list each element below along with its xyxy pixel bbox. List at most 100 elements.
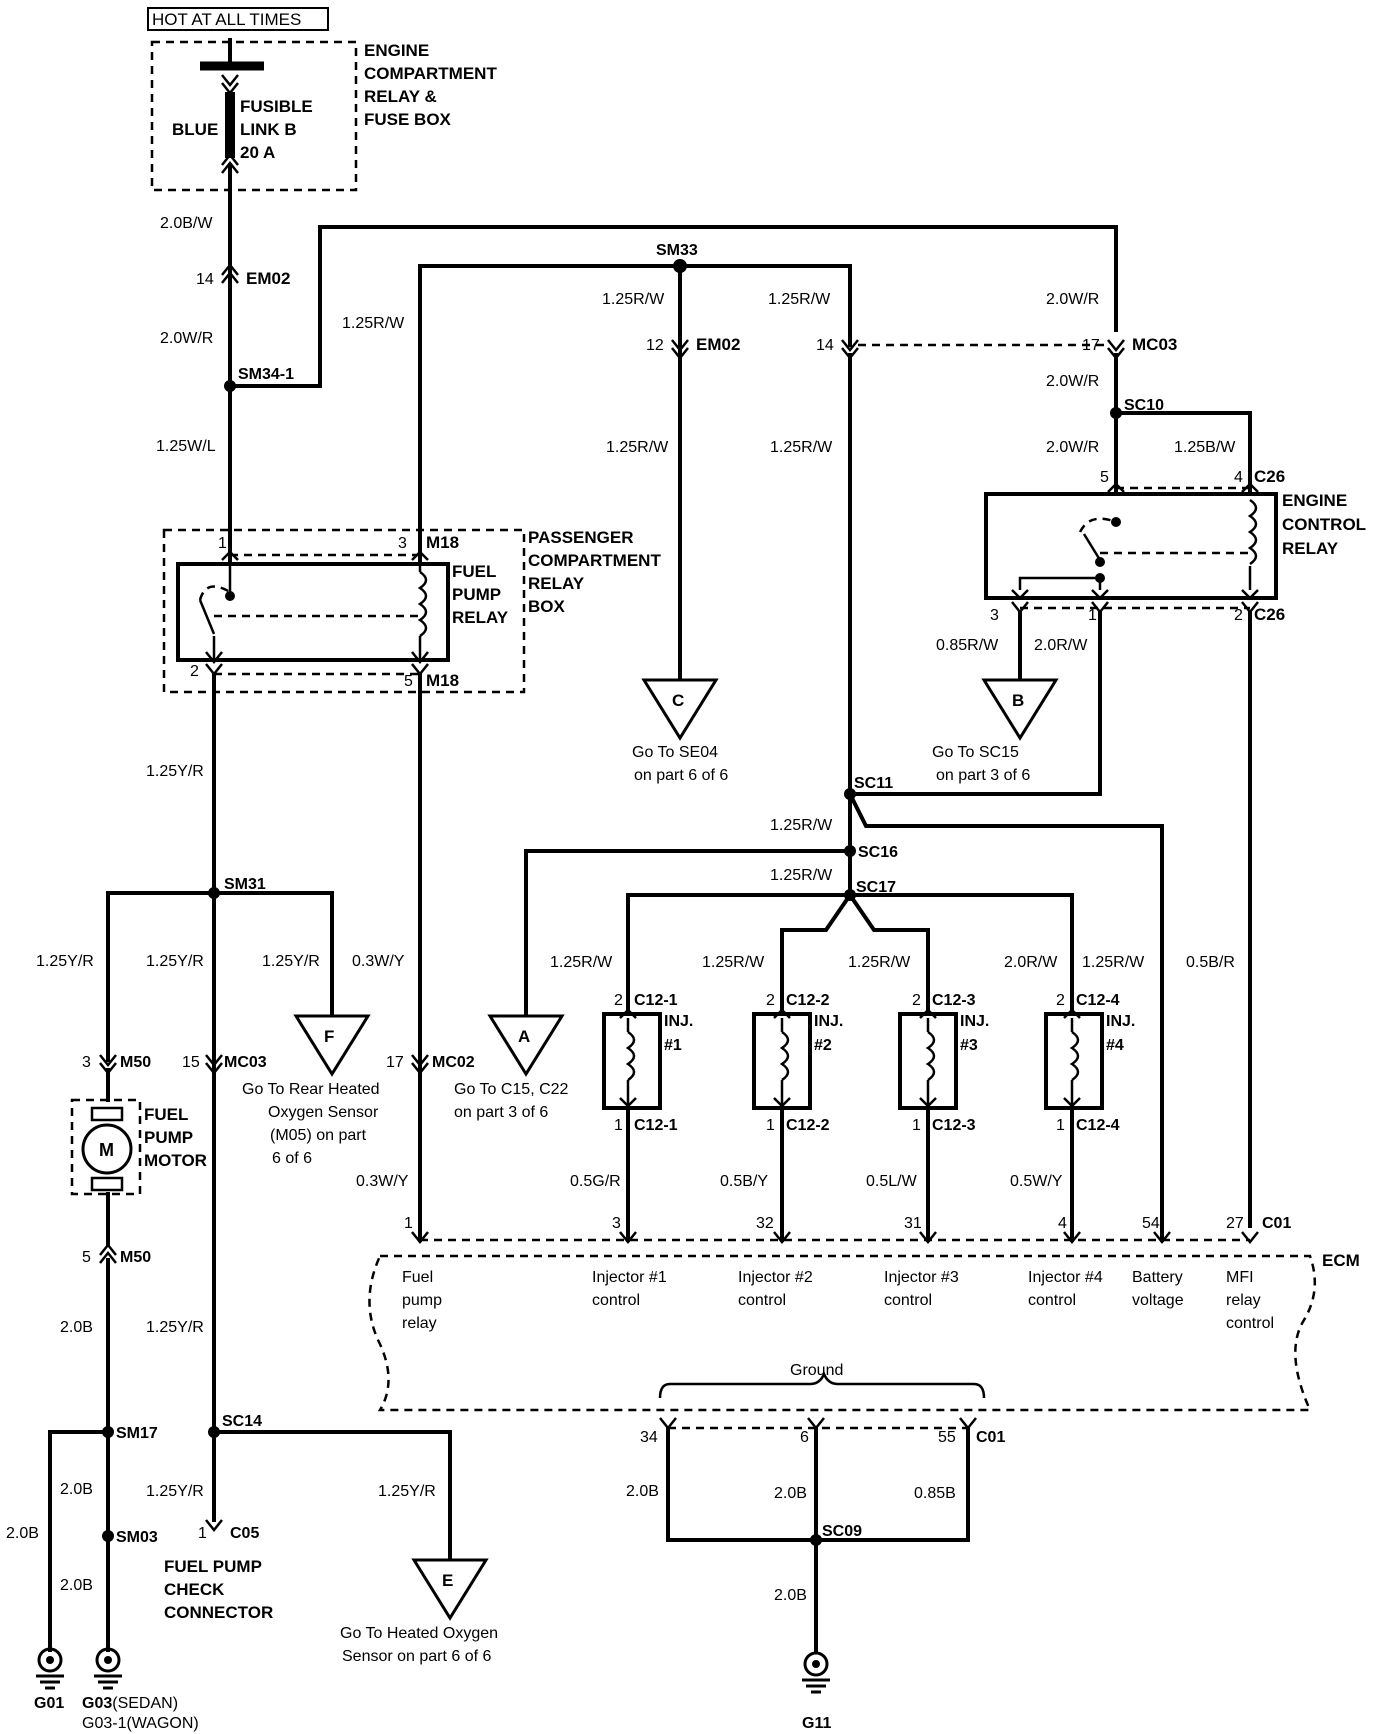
offpage-connector-c[interactable] (641, 678, 719, 741)
offpage-connector-f[interactable] (293, 1014, 371, 1077)
pin-label: 2 (1234, 607, 1243, 624)
wire-label: 0.3W/Y (352, 953, 405, 970)
connector-c01-bottom: C01 (976, 1429, 1005, 1446)
ecm-term-injector-2: Injector #2 control (738, 1269, 817, 1309)
engine-compartment-box (150, 40, 358, 192)
offpage-connector-a[interactable] (487, 1014, 565, 1077)
splice-label: SM34-1 (238, 366, 294, 383)
motor-symbol: M (99, 1140, 114, 1160)
injector-4[interactable]: 2 C12-4 INJ. #4 1 C12-4 (1044, 992, 1135, 1134)
connector-c12-1-top: C12-1 (634, 992, 678, 1009)
wire-label: 0.5G/R (570, 1173, 621, 1190)
pin-label: 3 (612, 1215, 621, 1232)
wire-sm31-bus (106, 891, 334, 1062)
ground-g11-label: G11 (802, 1715, 831, 1732)
ground-label: Ground (790, 1362, 843, 1379)
wire-label: 1.25Y/R (146, 763, 204, 780)
wire-label: 2.0B (774, 1587, 807, 1604)
wire-label: 0.85R/W (936, 637, 999, 654)
pin-label: 4 (1234, 469, 1243, 486)
splice-sc09 (810, 1534, 822, 1546)
ground-g01-icon (36, 1647, 64, 1690)
wire-label: 2.0B (774, 1485, 807, 1502)
offpage-letter: B (1012, 691, 1024, 710)
offpage-connector-e[interactable] (411, 1558, 489, 1621)
offpage-connector-b[interactable] (981, 678, 1059, 741)
pin-label: 17 (1082, 337, 1100, 354)
offpage-e-text: Go To Heated Oxygen Sensor on part 6 of … (340, 1625, 502, 1665)
wire-label: 1.25R/W (1082, 954, 1145, 971)
connector-em02-mid: EM02 (696, 335, 740, 354)
ecm-term-injector-4: Injector #4 control (1028, 1269, 1107, 1309)
splice-label: SM31 (224, 876, 266, 893)
wire-label: 0.5B/R (1186, 954, 1235, 971)
fuel-pump-motor[interactable] (81, 1123, 133, 1175)
connector-m18-top: M18 (426, 533, 459, 552)
injector-label: INJ. (960, 1013, 989, 1030)
engine-control-relay[interactable] (984, 492, 1278, 600)
relay-switch (1082, 533, 1102, 561)
relay-coil (417, 570, 428, 638)
injector-number: #2 (814, 1037, 832, 1054)
pin-label: 14 (196, 271, 214, 288)
offpage-letter: F (324, 1027, 334, 1046)
injector-1[interactable]: 2 C12-1 INJ. #1 1 C12-1 (602, 992, 693, 1134)
fuel-pump-relay-label: FUEL PUMP RELAY (452, 562, 509, 627)
wire-2-0r-w (848, 610, 1102, 796)
injector-coil (1069, 1030, 1080, 1082)
wire-label: 2.0B (6, 1525, 39, 1542)
ground-g01-label: G01 (34, 1695, 64, 1712)
check-connector-terminal[interactable] (205, 1519, 223, 1533)
injector-label: INJ. (664, 1013, 693, 1030)
wire-label: 2.0B (626, 1483, 659, 1500)
connector-m50-bottom: M50 (120, 1249, 151, 1266)
ground-g03-label: G03(SEDAN) (82, 1695, 178, 1712)
pin-label: 3 (82, 1054, 91, 1071)
connector-m50-top: M50 (120, 1054, 151, 1071)
splice-label: SC17 (856, 879, 896, 896)
pin-label: 3 (990, 607, 999, 624)
injector-3[interactable]: 2 C12-3 INJ. #3 1 C12-3 (898, 992, 989, 1134)
ground-brace (658, 1370, 986, 1399)
splice-sm03 (102, 1530, 114, 1542)
connector-c12-4-top: C12-4 (1076, 992, 1120, 1009)
engine-control-relay-label: ENGINE CONTROL RELAY (1282, 491, 1370, 558)
wire-label: 1.25Y/R (146, 953, 204, 970)
wire-label: 1.25Y/R (378, 1483, 436, 1500)
pin-label: 14 (816, 337, 834, 354)
injector-2[interactable]: 2 C12-2 INJ. #2 1 C12-2 (752, 992, 843, 1134)
pin-label: 1 (218, 535, 227, 552)
passenger-compartment-label: PASSENGER COMPARTMENT RELAY BOX (528, 528, 666, 616)
ecm-term-fuel-pump-relay: Fuel pump relay (402, 1269, 446, 1332)
wire-label: 2.0W/R (1046, 373, 1099, 390)
wire-label: 1.25R/W (606, 439, 669, 456)
pin-label: 1 (614, 1117, 623, 1134)
wire-label: 1.25Y/R (262, 953, 320, 970)
pin-label: 1 (404, 1215, 413, 1232)
splice-label: SC10 (1124, 397, 1164, 414)
ecm-box[interactable] (368, 1254, 1316, 1412)
fusible-label: FUSIBLE LINK B 20 A (240, 97, 317, 162)
injector-number: #1 (664, 1037, 682, 1054)
splice-label: SC14 (222, 1413, 262, 1430)
injector-number: #4 (1106, 1037, 1124, 1054)
pin-label: 5 (82, 1249, 91, 1266)
wire-label: 1.25R/W (768, 291, 831, 308)
connector-c12-2-bottom: C12-2 (786, 1117, 830, 1134)
wire-label: 0.3W/Y (356, 1173, 409, 1190)
wire-label: 0.5W/Y (1010, 1173, 1063, 1190)
ecm-term-battery-voltage: Battery voltage (1132, 1269, 1187, 1309)
connector-c12-3-top: C12-3 (932, 992, 976, 1009)
pin-label: 12 (646, 337, 664, 354)
connector-c12-3-bottom: C12-3 (932, 1117, 976, 1134)
injector-coil (625, 1030, 636, 1082)
splice-label: SM17 (116, 1425, 158, 1442)
hot-label-box (147, 7, 329, 31)
connector-mc03-bottom: MC03 (224, 1054, 267, 1071)
wire-label: 2.0B (60, 1481, 93, 1498)
pin-label: 2 (614, 992, 623, 1009)
pin-label: 31 (904, 1215, 922, 1232)
pin-label: 5 (404, 673, 413, 690)
fuel-pump-relay[interactable] (176, 562, 450, 662)
